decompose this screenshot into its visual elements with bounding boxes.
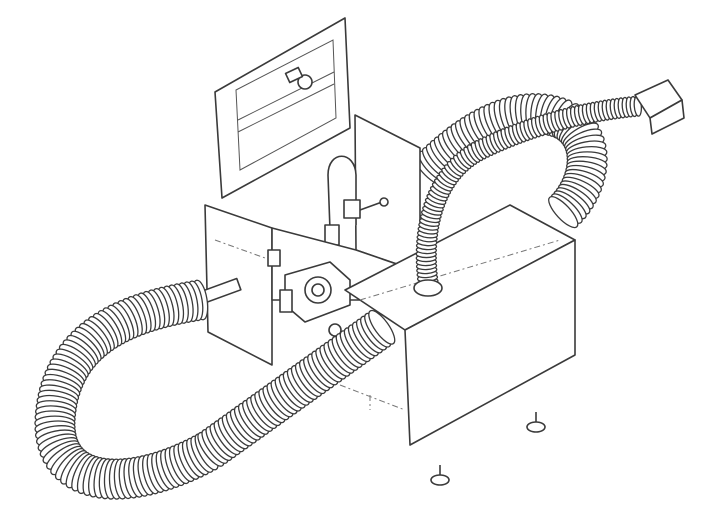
- side-plate: [324, 114, 421, 273]
- back-plate: [214, 17, 351, 199]
- adjust-screw-icon: [297, 74, 313, 90]
- coil-turn: [368, 309, 396, 345]
- thermal-limit-switch: [279, 261, 351, 337]
- terminal-box: [339, 204, 576, 446]
- grommet: [413, 279, 443, 297]
- wire-harness: [415, 95, 643, 287]
- mounting-screw: [526, 412, 546, 433]
- connector: [634, 79, 685, 135]
- mounting-screw: [430, 465, 450, 486]
- coil-turn: [548, 196, 579, 229]
- heating-coil-left: [34, 279, 396, 500]
